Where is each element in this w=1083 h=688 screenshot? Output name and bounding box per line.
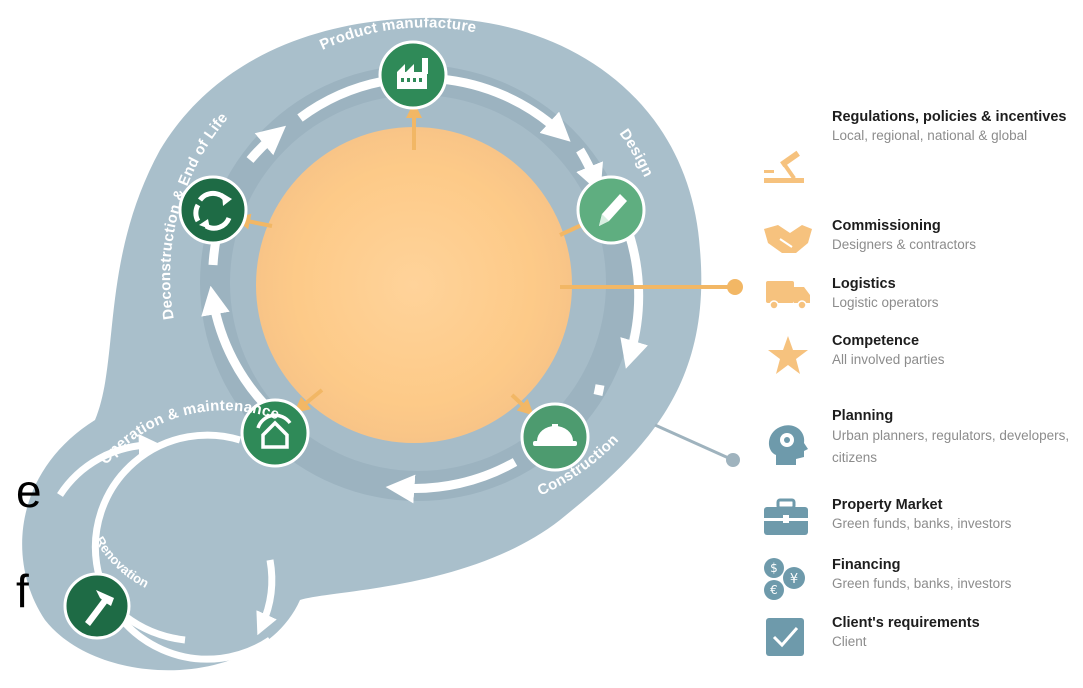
connector-gray bbox=[654, 423, 734, 462]
lifecycle-diagram: Product manufacture Design Construction … bbox=[22, 17, 743, 671]
svg-text:¥: ¥ bbox=[790, 572, 798, 587]
hardhat-icon bbox=[533, 424, 577, 446]
connector-dot-gray bbox=[726, 453, 740, 467]
legend-subtitle: Urban planners, regulators, developers, … bbox=[832, 428, 1070, 465]
legend-title: Competence bbox=[832, 333, 920, 349]
legend-title: Financing bbox=[832, 557, 901, 573]
design-node bbox=[576, 175, 646, 245]
factory-icon bbox=[397, 58, 428, 89]
legend-subtitle: All involved parties bbox=[832, 352, 945, 367]
edge-letter-f: f bbox=[16, 565, 29, 617]
central-sun bbox=[256, 127, 572, 443]
currency-icon: $ € ¥ bbox=[764, 558, 805, 600]
head-gear-icon bbox=[768, 425, 808, 465]
stakeholder-legend: Regulations, policies & incentives Local… bbox=[760, 0, 1083, 688]
house-cycle-icon bbox=[256, 413, 292, 449]
star-icon bbox=[768, 336, 808, 374]
svg-text:€: € bbox=[770, 583, 778, 597]
svg-text:$: $ bbox=[770, 561, 778, 575]
legend-title: Property Market bbox=[832, 497, 943, 513]
briefcase-icon bbox=[764, 498, 808, 535]
edge-letter-e: e bbox=[16, 465, 42, 517]
legend-subtitle: Green funds, banks, investors bbox=[832, 576, 1012, 591]
legend-title: Planning bbox=[832, 408, 894, 424]
truck-icon bbox=[766, 281, 810, 310]
legend-title: Commissioning bbox=[832, 218, 941, 234]
connector-dot-orange bbox=[727, 279, 743, 295]
legend-title: Regulations, policies & incentives bbox=[832, 109, 1067, 125]
construction-node bbox=[520, 402, 590, 472]
legend-subtitle: Client bbox=[832, 634, 867, 649]
renovation-node bbox=[63, 572, 131, 640]
hammer-icon bbox=[85, 590, 114, 626]
legend-title: Logistics bbox=[832, 276, 896, 292]
legend-title: Client's requirements bbox=[832, 615, 980, 631]
gavel-icon bbox=[764, 150, 804, 183]
sun-connectors bbox=[234, 102, 735, 416]
pencil-icon bbox=[599, 194, 627, 226]
legend-subtitle: Designers & contractors bbox=[832, 237, 977, 252]
checkbox-icon bbox=[766, 618, 804, 656]
legend-subtitle: Local, regional, national & global bbox=[832, 128, 1028, 143]
legend-subtitle: Green funds, banks, investors bbox=[832, 516, 1012, 531]
legend-subtitle: Logistic operators bbox=[832, 295, 939, 310]
operation-node bbox=[240, 398, 310, 468]
recycle-node bbox=[178, 175, 248, 245]
handshake-icon bbox=[764, 225, 812, 253]
factory-node bbox=[378, 40, 448, 110]
